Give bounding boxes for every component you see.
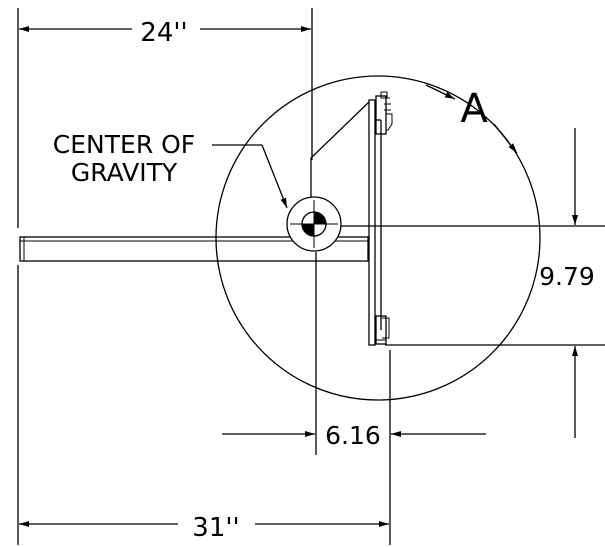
dim-31-label: 31'' xyxy=(192,513,239,543)
dim-9-79-label: 9.79 xyxy=(539,262,595,291)
dimension-24: 24'' xyxy=(19,18,311,48)
dimension-9-79: 9.79 xyxy=(539,128,595,438)
bottom-clamp xyxy=(375,315,390,345)
detail-arrow-right xyxy=(493,123,518,154)
brace-line xyxy=(310,101,370,159)
dimension-6-16: 6.16 xyxy=(222,421,486,450)
detail-view-a: A xyxy=(215,75,541,401)
plate-body xyxy=(368,99,376,346)
extension-lines xyxy=(17,8,605,545)
detail-circle xyxy=(215,75,541,401)
cg-leader: CENTER OF GRAVITY xyxy=(53,130,288,209)
mounting-plate xyxy=(310,99,382,346)
cg-quadrant-top-right xyxy=(314,212,326,224)
cg-label-line2: GRAVITY xyxy=(71,158,178,187)
detail-label: A xyxy=(460,86,488,132)
bottom-clamp-detail xyxy=(382,317,390,339)
dim-6-16-label: 6.16 xyxy=(325,421,381,450)
detail-arrow-top xyxy=(425,84,456,100)
top-clamp xyxy=(375,91,393,135)
dim-24-label: 24'' xyxy=(140,18,187,48)
cg-quadrant-bottom-left xyxy=(302,224,314,236)
top-clamp-hook xyxy=(386,113,393,131)
cg-label-line1: CENTER OF xyxy=(53,130,195,159)
dimension-31: 31'' xyxy=(19,513,389,543)
center-of-gravity-symbol xyxy=(286,196,342,252)
bottom-clamp-body xyxy=(375,315,387,345)
cg-leader-arrow xyxy=(261,144,288,209)
shaft-body xyxy=(19,236,369,262)
